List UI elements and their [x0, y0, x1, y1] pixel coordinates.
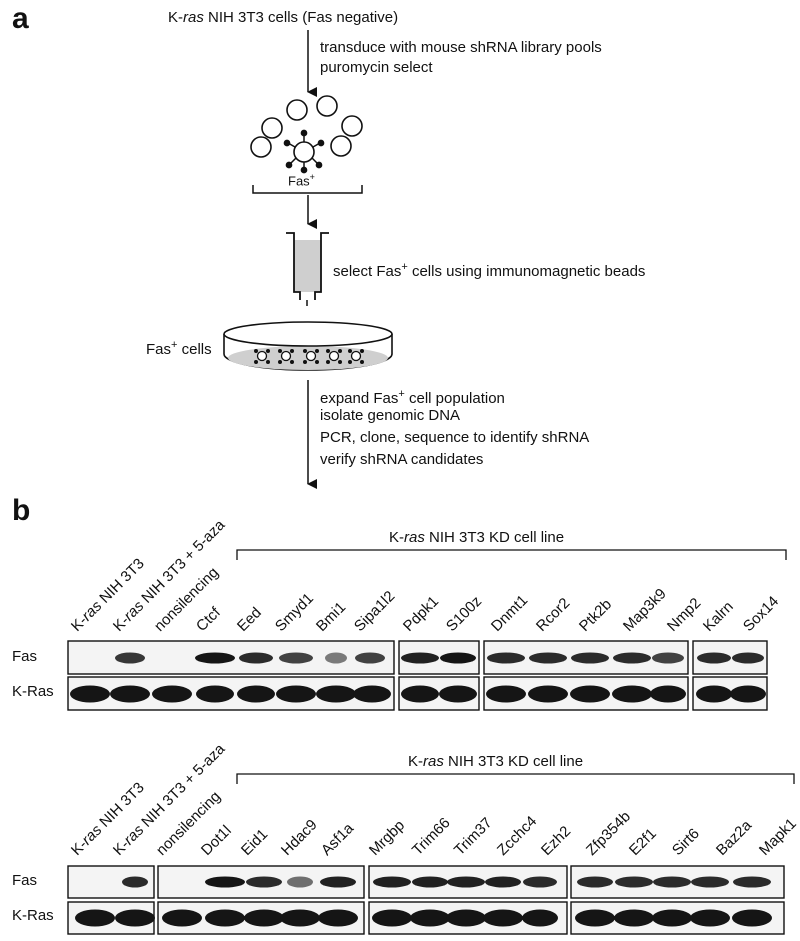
fas-band	[246, 876, 282, 888]
kras-band	[353, 685, 391, 703]
fas-band	[355, 652, 385, 664]
fas-band	[279, 652, 313, 664]
kras-band	[115, 909, 155, 927]
kras-band	[280, 909, 320, 927]
fas-band	[412, 876, 448, 888]
kras-band	[110, 685, 150, 703]
fas-band	[523, 876, 557, 888]
fas-band	[122, 876, 148, 888]
kras-band	[244, 909, 284, 927]
kras-band	[237, 685, 275, 703]
step1-line2: puromycin select	[320, 59, 433, 76]
step1-line1: transduce with mouse shRNA library pools	[320, 39, 602, 56]
step3-line4: verify shRNA candidates	[320, 451, 484, 468]
fas-band	[320, 876, 356, 888]
kras-band	[570, 685, 610, 703]
kras-band	[652, 909, 692, 927]
kras-band	[528, 685, 568, 703]
dish-label: Fas+ cells	[146, 339, 212, 358]
fas-band	[195, 652, 235, 664]
kras-band	[730, 685, 766, 703]
kras-band	[205, 909, 245, 927]
kras-band	[316, 685, 356, 703]
cell	[341, 115, 363, 137]
fas-cells-in-dish	[256, 350, 362, 362]
kras-band	[690, 909, 730, 927]
kras-band	[614, 909, 654, 927]
fas-band	[529, 652, 567, 664]
fas-band	[691, 876, 729, 888]
cell	[286, 99, 308, 121]
row-label-kras-1: K-Ras	[12, 683, 54, 700]
fas-band	[115, 652, 145, 664]
kras-band	[372, 909, 412, 927]
fas-band	[447, 876, 485, 888]
kras-band	[650, 685, 686, 703]
fas-band	[613, 652, 651, 664]
step3-line2: isolate genomic DNA	[320, 407, 461, 424]
kras-band	[575, 909, 615, 927]
row-label-fas-1: Fas	[12, 648, 38, 665]
kras-band	[318, 909, 358, 927]
cell	[261, 117, 283, 139]
fas-band	[732, 652, 764, 664]
kras-band	[732, 909, 772, 927]
step3-line3: PCR, clone, sequence to identify shRNA	[320, 429, 590, 446]
kras-band	[696, 685, 732, 703]
start-cells-label: K-ras NIH 3T3 cells (Fas negative)	[168, 9, 399, 26]
fas-receptor-icon	[283, 129, 325, 174]
kras-band	[486, 685, 526, 703]
fas-beads	[254, 349, 364, 364]
magnetic-column-icon	[286, 232, 329, 306]
kras-band	[162, 909, 202, 927]
kras-band	[75, 909, 115, 927]
fas-band	[205, 876, 245, 888]
kras-band	[401, 685, 439, 703]
fas-band	[440, 652, 476, 664]
fas-band	[733, 876, 771, 888]
kras-band	[446, 909, 486, 927]
fas-band	[615, 876, 653, 888]
fas-band	[697, 652, 731, 664]
cell	[330, 135, 352, 157]
kras-band	[276, 685, 316, 703]
fas-band	[487, 652, 525, 664]
fas-band	[652, 652, 684, 664]
kd-label-2: K-ras NIH 3T3 KD cell line	[408, 753, 584, 770]
fas-band	[373, 876, 411, 888]
row-label-fas-2: Fas	[12, 872, 38, 889]
kras-band	[196, 685, 234, 703]
fas-plus-label: Fas+	[288, 172, 315, 189]
kd-bracket-2	[236, 773, 795, 784]
kras-band	[152, 685, 192, 703]
kras-band	[70, 685, 110, 703]
kras-band	[612, 685, 652, 703]
row-label-kras-2: K-Ras	[12, 907, 54, 924]
fas-band	[239, 652, 273, 664]
kras-band	[410, 909, 450, 927]
fas-band	[325, 652, 347, 664]
cell	[250, 136, 272, 158]
fas-bracket	[252, 185, 363, 194]
cell	[316, 95, 338, 117]
step2-label: select Fas+ cells using immunomagnetic b…	[333, 261, 646, 280]
fas-band	[571, 652, 609, 664]
step3-line1: expand Fas+ cell population	[320, 388, 505, 407]
kd-bracket-1	[236, 549, 787, 560]
panel-a-letter: a	[12, 2, 29, 35]
kras-band	[522, 909, 558, 927]
fas-band	[401, 652, 439, 664]
kras-band	[439, 685, 477, 703]
kd-label-1: K-ras NIH 3T3 KD cell line	[389, 529, 565, 546]
fas-band	[577, 876, 613, 888]
kras-band	[483, 909, 523, 927]
panel-b-letter: b	[12, 494, 31, 527]
fas-band	[485, 876, 521, 888]
fas-band	[287, 876, 313, 888]
fas-band	[653, 876, 691, 888]
